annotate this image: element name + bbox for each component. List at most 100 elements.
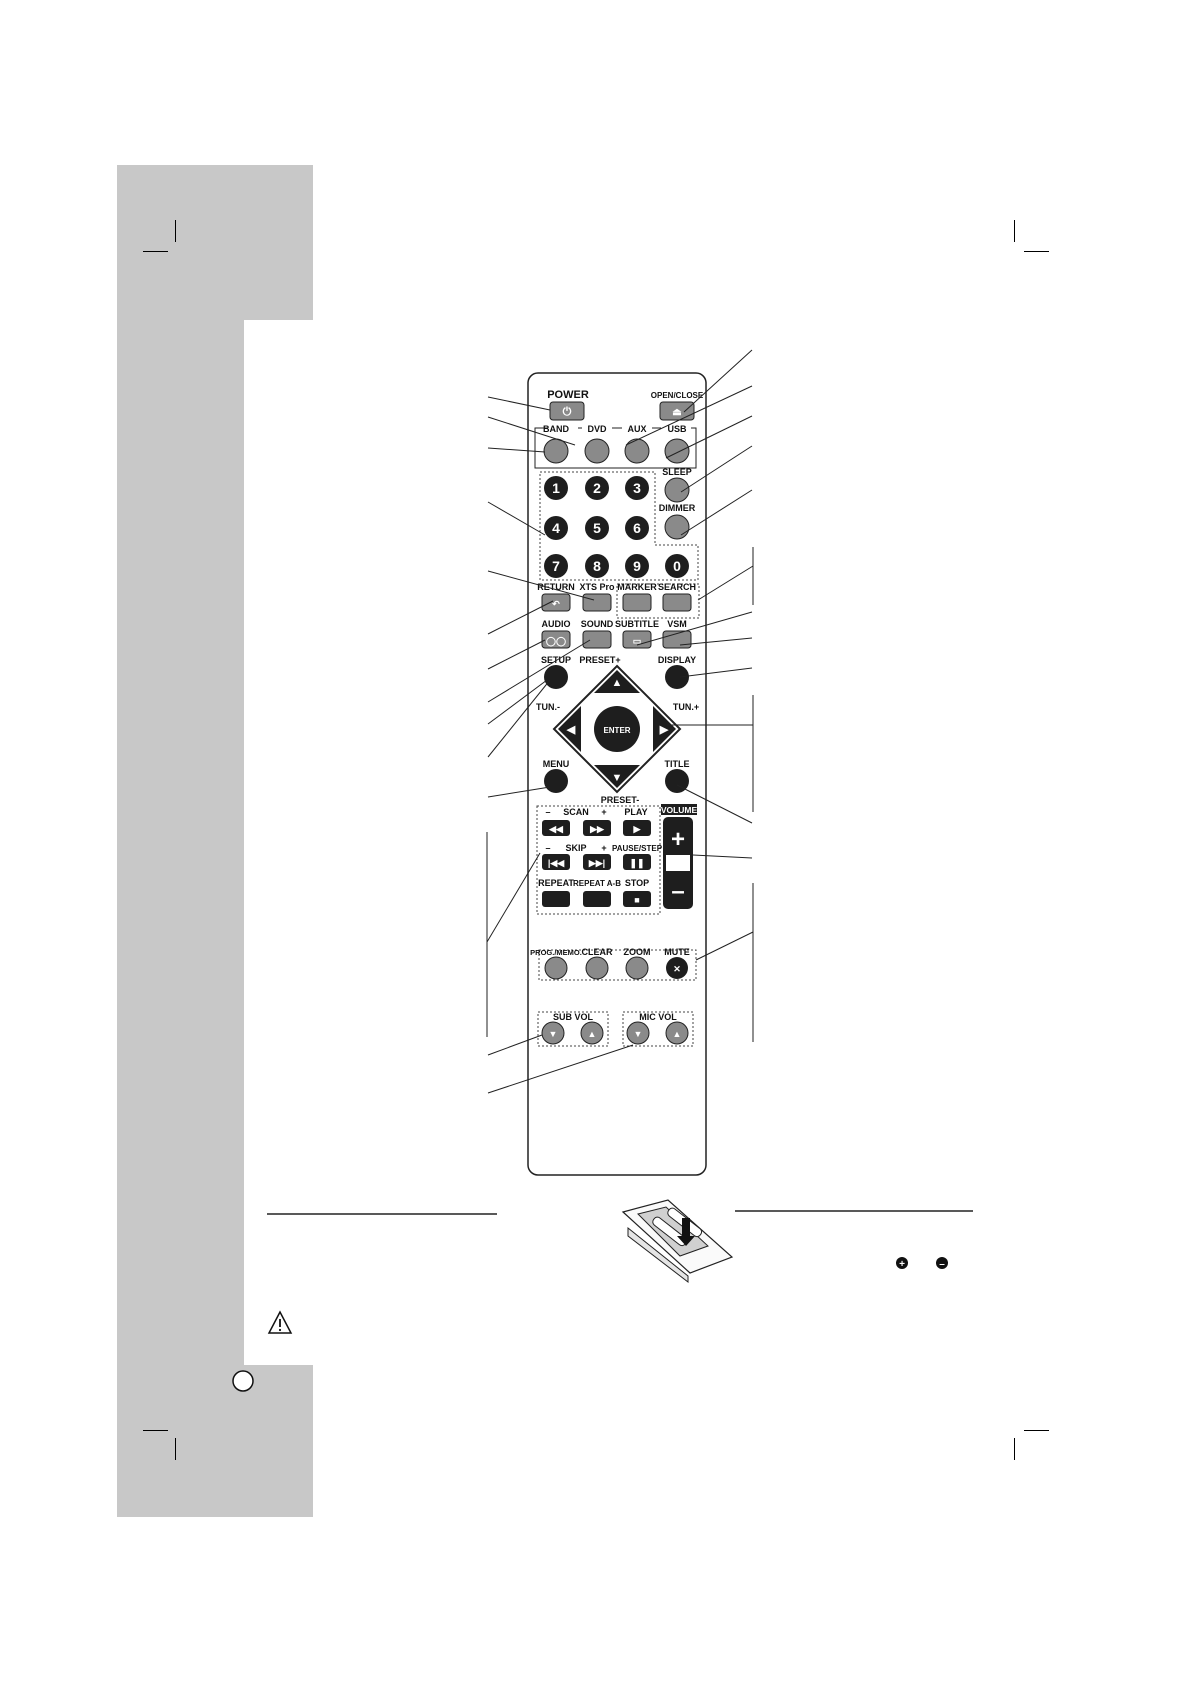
subtitle-button[interactable]: [622, 630, 652, 649]
crop-mark-tl-h: [143, 251, 168, 252]
nav-down-button[interactable]: [594, 765, 640, 788]
digit-8-button[interactable]: [585, 554, 609, 578]
pause-step-label: PAUSE/STEP: [612, 844, 663, 853]
digit-3-button[interactable]: [625, 476, 649, 500]
dimmer-button[interactable]: [664, 514, 690, 540]
digit-1-button[interactable]: [544, 476, 568, 500]
scan-forward-button[interactable]: [583, 820, 611, 836]
nav-left-button[interactable]: [558, 706, 581, 752]
digit-2-button[interactable]: [585, 476, 609, 500]
stop-label: STOP: [625, 878, 649, 888]
skip-forward-button[interactable]: [583, 854, 611, 870]
return-button[interactable]: [541, 593, 571, 612]
clear-button[interactable]: [585, 956, 609, 980]
digit-4-label: 4: [552, 520, 560, 536]
rewind-icon: ◀◀: [548, 824, 564, 834]
mic-vol-up-icon: ▲: [673, 1029, 682, 1039]
minus-polarity-sign: –: [939, 1259, 945, 1270]
sub-vol-down-button[interactable]: [541, 1021, 565, 1045]
zoom-button[interactable]: [625, 956, 649, 980]
stop-icon: ■: [634, 895, 639, 905]
stop-button[interactable]: [623, 891, 651, 907]
sub-vol-up-button[interactable]: [580, 1021, 604, 1045]
mic-vol-up-button[interactable]: [665, 1021, 689, 1045]
setup-button[interactable]: [544, 665, 568, 689]
marker-label: MARKER: [617, 582, 657, 592]
sleep-label: SLEEP: [662, 467, 692, 477]
audio-button[interactable]: [541, 630, 571, 649]
xts-pro-label: XTS Pro: [579, 582, 615, 592]
search-button[interactable]: [662, 593, 692, 612]
volume-plus-icon: +: [671, 826, 685, 853]
prog-memo-button[interactable]: [544, 956, 568, 980]
sub-vol-down-icon: ▼: [549, 1029, 558, 1039]
power-icon: ⏻: [563, 405, 572, 418]
play-label: PLAY: [624, 807, 647, 817]
repeat-ab-button[interactable]: [583, 891, 611, 907]
repeat-button[interactable]: [542, 891, 570, 907]
crop-mark-tr-h: [1024, 251, 1049, 252]
skip-back-button[interactable]: [542, 854, 570, 870]
nav-right-button[interactable]: [653, 706, 676, 752]
digit-5-button[interactable]: [585, 516, 609, 540]
pause-icon: ❚❚: [629, 858, 644, 869]
return-icon: ↶: [551, 599, 560, 609]
mic-vol-down-button[interactable]: [626, 1021, 650, 1045]
enter-button[interactable]: [594, 706, 640, 752]
scan-plus-label: +: [601, 807, 606, 817]
repeat-ab-label: REPEAT A-B: [573, 879, 621, 888]
digit-0-label: 0: [673, 558, 681, 574]
prog-memo-label: PROG./MEMO.: [530, 948, 582, 957]
dvd-button[interactable]: [584, 438, 610, 464]
digit-0-button[interactable]: [665, 554, 689, 578]
source-group-frame: [534, 427, 697, 469]
skip-forward-icon: ▶▶|: [588, 858, 605, 868]
aux-button[interactable]: [624, 438, 650, 464]
preset-plus-label: PRESET+: [579, 655, 620, 665]
return-label: RETURN: [537, 582, 575, 592]
transport-frame: [536, 805, 661, 915]
title-button[interactable]: [665, 769, 689, 793]
clear-label: CLEAR: [582, 947, 613, 957]
open-close-button[interactable]: [659, 401, 695, 421]
tun-plus-label: TUN.+: [673, 702, 699, 712]
digit-1-label: 1: [552, 480, 560, 496]
sidebar-top: [117, 165, 313, 320]
xts-pro-button[interactable]: [582, 593, 612, 612]
digit-8-label: 8: [593, 558, 601, 574]
digit-3-label: 3: [633, 480, 641, 496]
mute-button[interactable]: [666, 957, 688, 979]
power-button[interactable]: [549, 401, 585, 421]
audio-icon: ◯◯: [546, 636, 566, 647]
crop-mark-bl-h: [143, 1430, 168, 1431]
display-button[interactable]: [665, 665, 689, 689]
pause-step-button[interactable]: [623, 854, 651, 870]
display-label: DISPLAY: [658, 655, 696, 665]
band-button[interactable]: [543, 438, 569, 464]
tun-minus-label: TUN.-: [536, 702, 560, 712]
crop-mark-br-h: [1024, 1430, 1049, 1431]
digit-9-button[interactable]: [625, 554, 649, 578]
sound-label: SOUND: [581, 619, 614, 629]
play-button[interactable]: [623, 820, 651, 836]
title-label: TITLE: [665, 759, 690, 769]
volume-label-box: [661, 804, 697, 815]
usb-button[interactable]: [664, 438, 690, 464]
digit-2-label: 2: [593, 480, 601, 496]
caution-triangle-icon: [267, 1310, 293, 1334]
digit-4-button[interactable]: [544, 516, 568, 540]
marker-search-frame: [616, 583, 700, 619]
crop-mark-bl-v: [175, 1438, 176, 1460]
subtitle-label: SUBTITLE: [615, 619, 659, 629]
marker-button[interactable]: [622, 593, 652, 612]
sleep-button[interactable]: [664, 477, 690, 503]
digit-7-button[interactable]: [544, 554, 568, 578]
nav-up-button[interactable]: [594, 670, 640, 693]
digit-6-label: 6: [633, 520, 641, 536]
digit-6-button[interactable]: [625, 516, 649, 540]
mute-label: MUTE: [664, 947, 690, 957]
sound-button[interactable]: [582, 630, 612, 649]
setup-label: SETUP: [541, 655, 571, 665]
menu-button[interactable]: [544, 769, 568, 793]
scan-back-button[interactable]: [542, 820, 570, 836]
